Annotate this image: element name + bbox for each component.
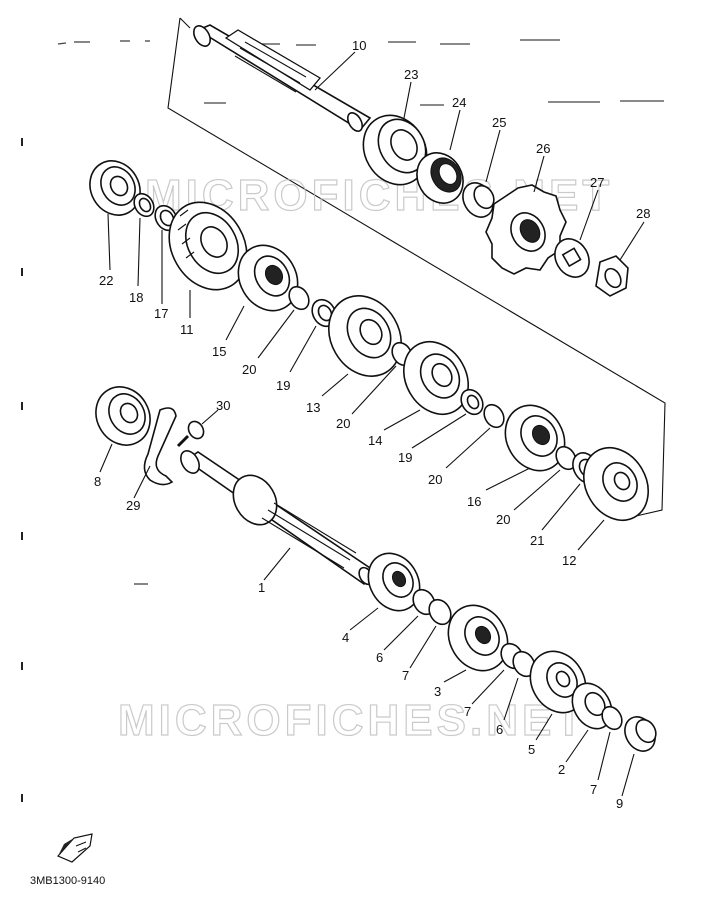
part-label-23: 23	[404, 67, 418, 82]
part-label-22: 22	[99, 273, 113, 288]
circlip-20d	[555, 445, 577, 471]
front-arrow-icon	[56, 833, 93, 863]
gear-12	[583, 447, 649, 521]
circlip-7c	[601, 705, 623, 731]
part-label-10: 10	[352, 38, 366, 53]
part-label-12: 12	[562, 553, 576, 568]
part-label-11: 11	[180, 322, 194, 337]
drive-sprocket-26	[485, 184, 567, 275]
gear-11	[168, 201, 248, 291]
part-label-24: 24	[452, 95, 466, 110]
part-label-7a: 7	[402, 668, 409, 683]
part-label-21: 21	[530, 533, 544, 548]
upper-assembly-outline	[167, 17, 666, 517]
part-label-27: 27	[590, 175, 604, 190]
circlip-20a	[288, 285, 310, 311]
part-label-20d: 20	[496, 512, 510, 527]
bearing-retainer-29	[143, 407, 177, 486]
part-label-19b: 19	[398, 450, 412, 465]
part-label-25: 25	[492, 115, 506, 130]
bearing-8	[95, 386, 151, 446]
part-label-8: 8	[94, 474, 101, 489]
part-label-13: 13	[306, 400, 320, 415]
part-label-3: 3	[434, 684, 441, 699]
watermark-lower: MICROFICHES.NET	[118, 696, 586, 745]
part-label-6b: 6	[496, 722, 503, 737]
gear-3	[447, 604, 509, 672]
part-label-19a: 19	[276, 378, 290, 393]
gear-15	[237, 244, 299, 312]
leader-lines	[99, 51, 645, 797]
part-label-17: 17	[154, 306, 168, 321]
part-label-26: 26	[536, 141, 550, 156]
part-label-28: 28	[636, 206, 650, 221]
collar-25	[462, 182, 495, 218]
lock-washer-27	[554, 238, 590, 278]
part-label-16: 16	[467, 494, 481, 509]
bearing-22	[89, 160, 141, 216]
part-label-7c: 7	[590, 782, 597, 797]
part-label-15: 15	[212, 344, 226, 359]
nut-28	[595, 255, 629, 297]
circlip-20c	[483, 403, 505, 429]
part-label-6a: 6	[376, 650, 383, 665]
part-label-30: 30	[216, 398, 230, 413]
part-label-14: 14	[368, 433, 382, 448]
washer-19b	[460, 388, 484, 416]
diagram-code: 3MB1300-9140	[30, 875, 105, 887]
part-label-9: 9	[616, 796, 623, 811]
washer-18	[133, 192, 155, 218]
bearing-23	[362, 114, 428, 186]
gear-14	[403, 341, 469, 415]
gear-16	[504, 404, 566, 472]
screw-30	[176, 420, 205, 448]
collar-9	[624, 716, 657, 752]
part-label-18: 18	[129, 290, 143, 305]
main-axle-shaft	[180, 450, 378, 586]
part-label-20c: 20	[428, 472, 442, 487]
part-label-1: 1	[258, 580, 265, 595]
part-label-5: 5	[528, 742, 535, 757]
part-labels: 10 23 24 25 26 27 28 22 18 17 11 15 20 1…	[94, 38, 650, 811]
gear-4	[367, 552, 421, 612]
part-label-29: 29	[126, 498, 140, 513]
circlip-7a	[428, 598, 452, 626]
part-label-7b: 7	[464, 704, 471, 719]
part-label-20b: 20	[336, 416, 350, 431]
drive-axle-shaft	[193, 24, 372, 132]
part-label-2: 2	[558, 762, 565, 777]
part-label-20a: 20	[242, 362, 256, 377]
margin-ticks	[21, 138, 23, 802]
part-label-4: 4	[342, 630, 349, 645]
oil-seal-24	[416, 152, 464, 204]
gear-13	[328, 295, 402, 377]
